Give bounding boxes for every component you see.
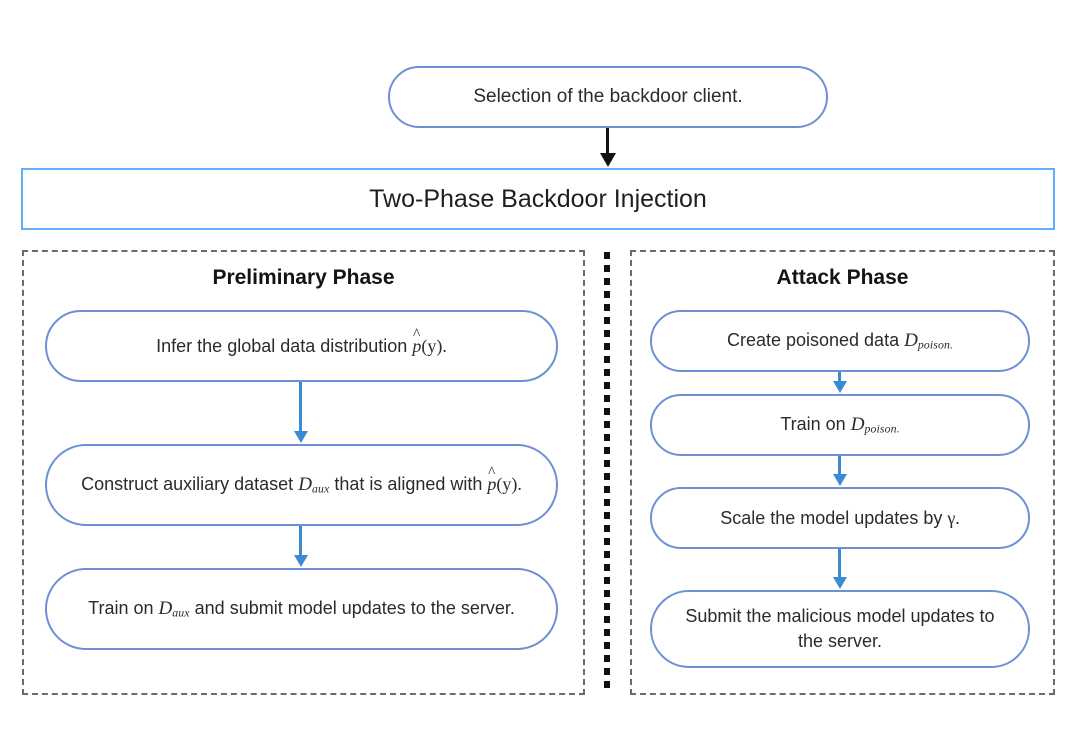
- arrow-attack-1-to-2-icon: [838, 372, 841, 382]
- arrow-prelim-1-to-2-icon: [299, 382, 302, 432]
- node-label: Scale the model updates by γ.: [720, 507, 960, 528]
- panel-title-preliminary: Preliminary Phase: [212, 266, 395, 289]
- panel-attack-phase: Attack Phase: [630, 250, 1055, 695]
- node-submit-malicious-updates: Submit the malicious model updates to th…: [650, 590, 1030, 668]
- node-label: Train on Daux and submit model updates t…: [88, 597, 515, 620]
- node-train-on-aux: Train on Daux and submit model updates t…: [45, 568, 558, 650]
- node-selection-of-backdoor-client: Selection of the backdoor client.: [388, 66, 828, 128]
- node-scale-model-updates: Scale the model updates by γ.: [650, 487, 1030, 549]
- arrow-prelim-2-to-3-icon: [299, 526, 302, 556]
- panel-title-attack: Attack Phase: [776, 266, 909, 289]
- node-label: Train on Dpoison.: [780, 413, 900, 436]
- node-create-poisoned-data: Create poisoned data Dpoison.: [650, 310, 1030, 372]
- node-label: Submit the malicious model updates to th…: [685, 606, 995, 651]
- node-construct-auxiliary-dataset: Construct auxiliary dataset Daux that is…: [45, 444, 558, 526]
- arrow-attack-2-to-3-icon: [838, 456, 841, 475]
- banner-label: Two-Phase Backdoor Injection: [369, 184, 707, 213]
- arrow-attack-3-to-4-icon: [838, 549, 841, 578]
- node-label: Create poisoned data Dpoison.: [726, 329, 954, 352]
- node-label: Construct auxiliary dataset Daux that is…: [59, 472, 544, 498]
- banner-two-phase-backdoor-injection: Two-Phase Backdoor Injection: [21, 168, 1055, 230]
- phase-divider: [604, 252, 610, 692]
- node-label: Infer the global data distribution p(y).: [134, 334, 469, 359]
- arrow-top-to-banner-icon: [606, 128, 609, 154]
- node-train-on-poison: Train on Dpoison.: [650, 394, 1030, 456]
- node-infer-distribution: Infer the global data distribution p(y).: [45, 310, 558, 382]
- panel-preliminary-phase: Preliminary Phase: [22, 250, 585, 695]
- node-label: Selection of the backdoor client.: [473, 85, 743, 107]
